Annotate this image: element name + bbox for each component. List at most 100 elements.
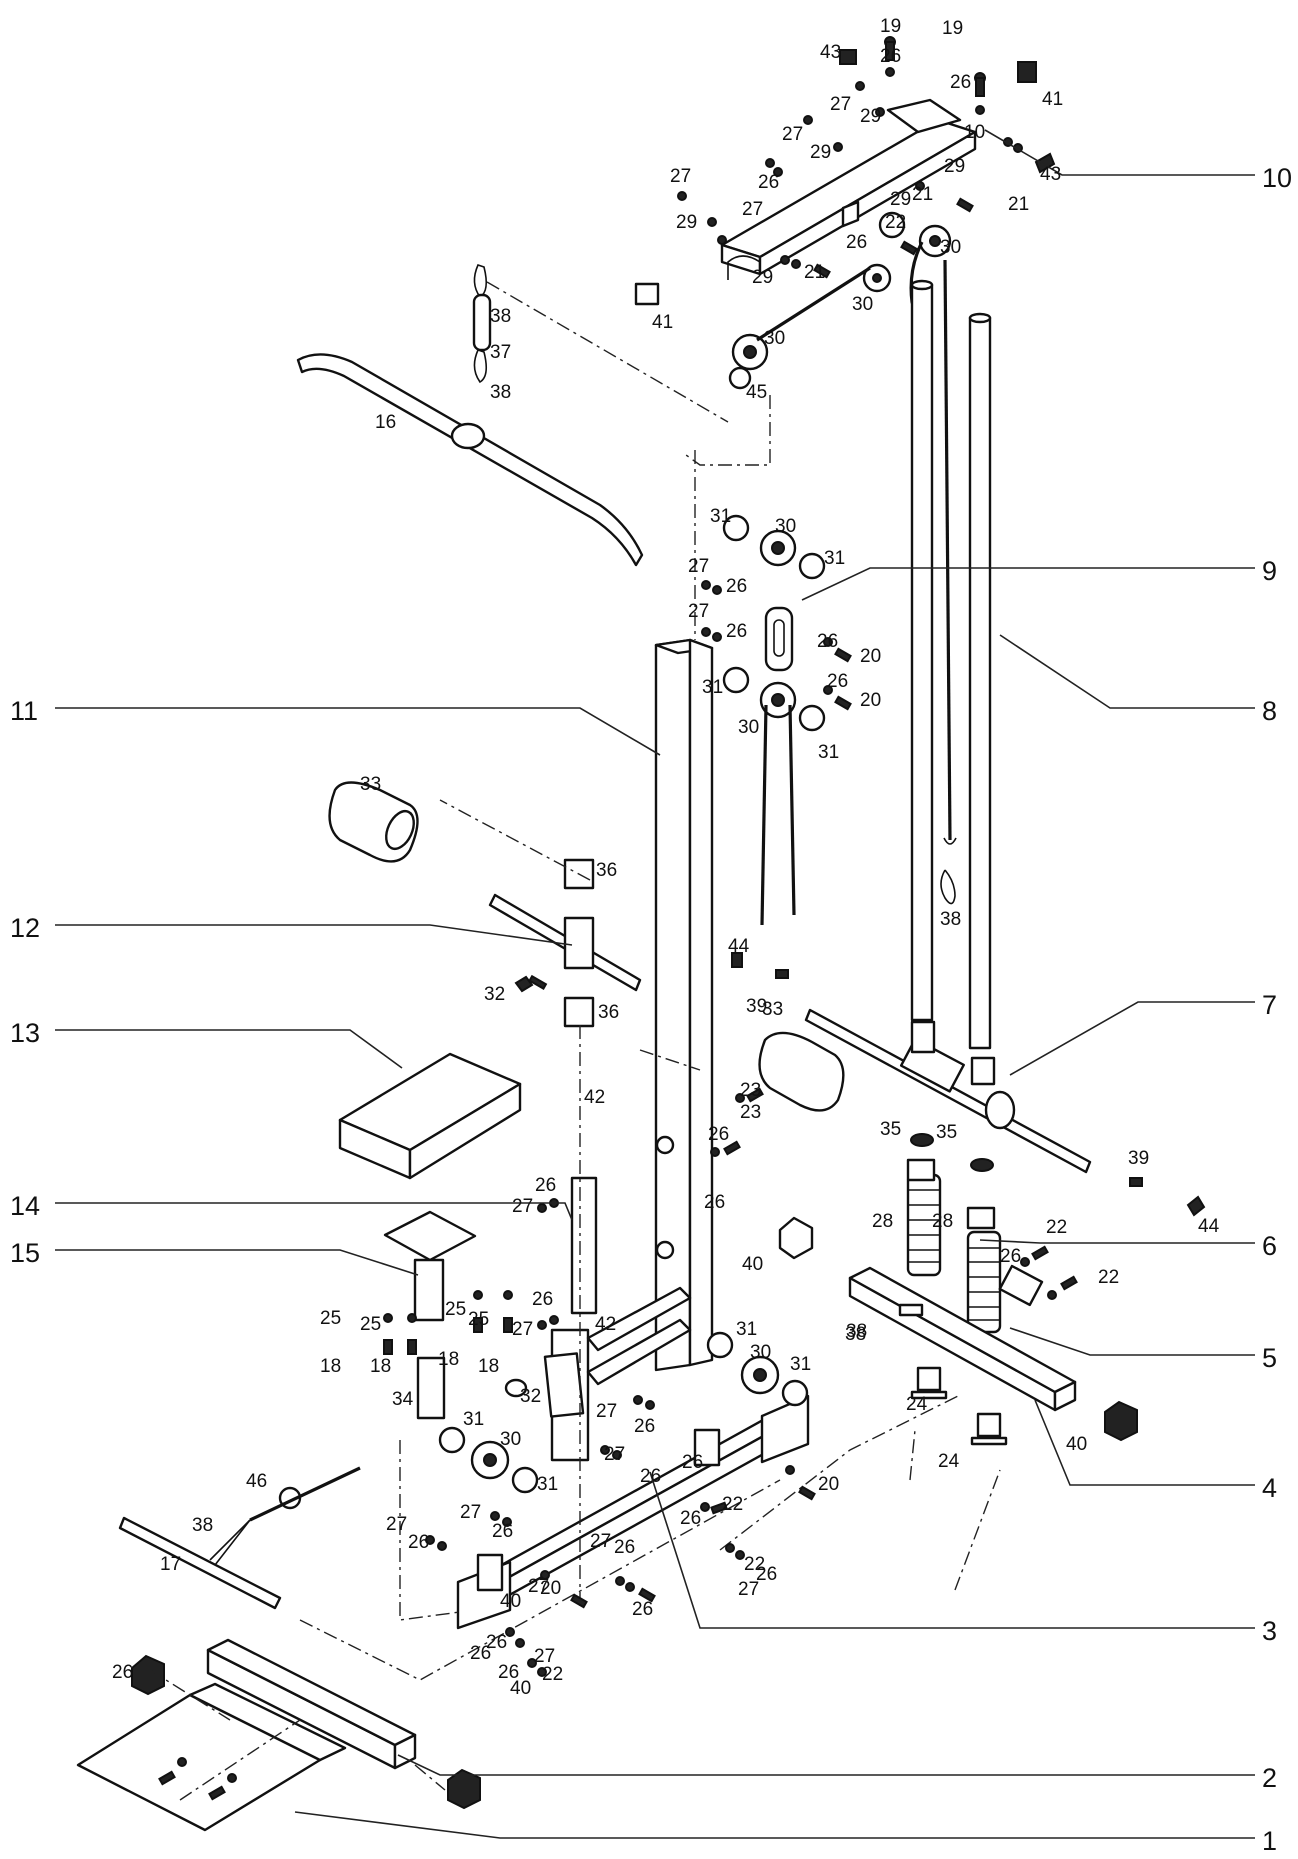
part-number: 30 (738, 717, 759, 738)
part-number: 26 (880, 46, 901, 67)
part-number: 26 (408, 1532, 429, 1553)
part-number: 26 (535, 1175, 556, 1196)
part-number: 43 (820, 42, 841, 63)
main-upright (654, 638, 714, 1372)
part-number: 35 (936, 1122, 957, 1143)
reference-number: 9 (1262, 556, 1277, 586)
part-number: 20 (860, 646, 881, 667)
part-number: 27 (534, 1646, 555, 1667)
part-number: 22 (744, 1554, 765, 1575)
part-number: 31 (790, 1354, 811, 1375)
part-number: 17 (160, 1554, 181, 1575)
part-number: 29 (860, 106, 881, 127)
part-number: 27 (604, 1444, 625, 1465)
part-number: 35 (880, 1119, 901, 1140)
reference-number: 7 (1262, 990, 1277, 1020)
part-number: 40 (742, 1254, 763, 1275)
part-number: 26 (704, 1192, 725, 1213)
part-number: 39 (746, 996, 767, 1017)
part-number: 27 (386, 1514, 407, 1535)
rear-base (778, 1216, 1138, 1446)
reference-number: 5 (1262, 1343, 1277, 1373)
part-number: 28 (872, 1211, 893, 1232)
part-number: 29 (944, 156, 965, 177)
part-number: 27 (782, 124, 803, 145)
part-number: 25 (468, 1309, 489, 1330)
part-number: 20 (818, 1474, 839, 1495)
part-number: 38 (846, 1321, 867, 1342)
part-number: 30 (500, 1429, 521, 1450)
reference-number: 6 (1262, 1231, 1277, 1261)
part-number: 26 (498, 1662, 519, 1683)
part-number: 25 (320, 1308, 341, 1329)
part-number: 27 (688, 601, 709, 622)
part-number: 22 (1046, 1217, 1067, 1238)
reference-number: 2 (1262, 1763, 1277, 1793)
part-number: 27 (742, 199, 763, 220)
part-number: 26 (726, 621, 747, 642)
top-frame (720, 98, 977, 280)
part-number: 27 (590, 1531, 611, 1552)
reference-number: 4 (1262, 1473, 1277, 1503)
part-number: 26 (1000, 1246, 1021, 1267)
part-number: 36 (598, 1002, 619, 1023)
part-number: 27 (738, 1579, 759, 1600)
part-number: 20 (540, 1578, 561, 1599)
reference-number: 11 (10, 696, 38, 726)
part-number: 18 (438, 1349, 459, 1370)
part-number: 31 (463, 1409, 484, 1430)
part-number: 25 (360, 1314, 381, 1335)
part-number: 26 (950, 72, 971, 93)
part-number: 27 (512, 1196, 533, 1217)
part-number: 16 (375, 412, 396, 433)
guide-rods (910, 259, 992, 1050)
seat (338, 1052, 522, 1180)
leg-developer (328, 781, 845, 1112)
pulley-bracket (722, 514, 826, 926)
part-number: 36 (596, 860, 617, 881)
part-number: 38 (192, 1515, 213, 1536)
part-number: 26 (817, 631, 838, 652)
part-number: 18 (320, 1356, 341, 1377)
part-number: 27 (528, 1576, 549, 1597)
part-number: 26 (827, 671, 848, 692)
part-number: 23 (740, 1080, 761, 1101)
reference-number: 15 (10, 1238, 40, 1268)
part-number: 30 (940, 237, 961, 258)
part-number: 42 (595, 1314, 616, 1335)
part-number: 21 (804, 262, 825, 283)
springs (906, 1133, 1002, 1334)
part-number: 31 (736, 1319, 757, 1340)
reference-number: 14 (10, 1191, 40, 1221)
part-number: 40 (1066, 1434, 1087, 1455)
part-number: 32 (520, 1386, 541, 1407)
leader-lines (55, 129, 1255, 1839)
part-number: 18 (370, 1356, 391, 1377)
part-number: 29 (676, 212, 697, 233)
part-number: 44 (728, 936, 750, 957)
part-number: 31 (710, 506, 731, 527)
part-number: 24 (938, 1451, 960, 1472)
part-number: 26 (640, 1466, 661, 1487)
part-number: 26 (846, 232, 867, 253)
part-number: 38 (940, 909, 961, 930)
part-number: 26 (756, 1564, 777, 1585)
part-number: 27 (688, 556, 709, 577)
part-number: 18 (478, 1356, 499, 1377)
part-number: 21 (1008, 194, 1029, 215)
reference-number: 3 (1262, 1616, 1277, 1646)
reference-number: 8 (1262, 696, 1277, 726)
part-number: 27 (596, 1401, 617, 1422)
part-number: 26 (532, 1289, 553, 1310)
part-number: 30 (852, 294, 873, 315)
lat-bar (296, 353, 644, 567)
part-number: 31 (702, 677, 723, 698)
part-number: 27 (512, 1319, 533, 1340)
part-number: 26 (708, 1124, 729, 1145)
part-number: 46 (246, 1471, 267, 1492)
part-number: 26 (112, 1662, 133, 1683)
part-number: 22 (885, 212, 906, 233)
part-number: 39 (1128, 1148, 1149, 1169)
